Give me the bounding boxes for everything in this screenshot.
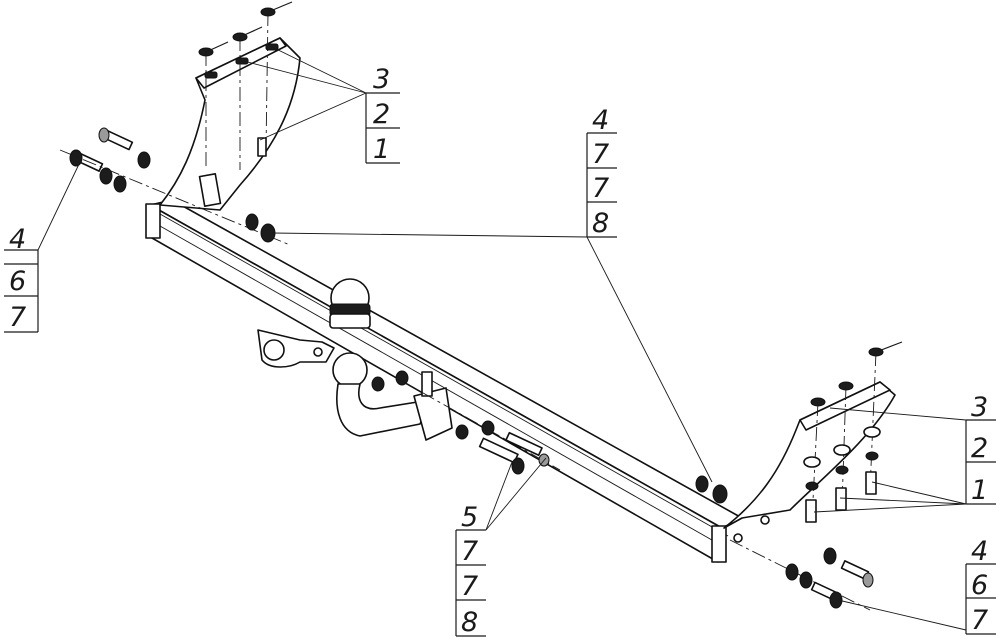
callout-label: 7 <box>9 302 26 333</box>
callout-label: 7 <box>461 536 478 567</box>
callout-label: 2 <box>971 433 988 464</box>
callout-bottom-right: 4 6 7 <box>965 536 996 636</box>
cross-beam <box>145 199 743 563</box>
leader-lines <box>37 43 967 631</box>
right-mounting-bracket <box>723 341 903 543</box>
callout-label: 7 <box>592 173 609 204</box>
tow-ball-assembly <box>329 278 453 441</box>
callout-label: 6 <box>9 266 26 297</box>
callout-label: 2 <box>373 99 390 130</box>
callout-left: 4 6 7 <box>4 224 39 333</box>
right-side-fasteners <box>695 475 874 611</box>
callout-label: 4 <box>592 105 609 136</box>
callout-label: 3 <box>971 392 988 423</box>
callout-label: 6 <box>971 570 988 601</box>
callout-label: 8 <box>461 607 478 638</box>
callout-label: 7 <box>461 571 478 602</box>
left-mounting-bracket <box>159 1 301 211</box>
callout-bottom-center: 5 7 7 8 <box>455 502 486 638</box>
callout-label: 4 <box>971 536 988 567</box>
callout-label: 4 <box>9 224 26 255</box>
left-side-fasteners <box>59 127 291 246</box>
callout-top-right-bracket: 3 2 1 <box>365 64 400 165</box>
callout-center-top: 4 7 7 8 <box>586 105 617 239</box>
callout-label: 7 <box>971 605 988 636</box>
socket-plate <box>257 329 335 368</box>
callout-label: 7 <box>592 139 609 170</box>
callout-label: 3 <box>373 64 390 95</box>
callout-label: 5 <box>461 502 478 533</box>
callout-right-bracket: 3 2 1 <box>965 392 996 506</box>
callout-label: 1 <box>373 134 390 165</box>
callout-label: 8 <box>592 208 609 239</box>
callout-label: 1 <box>971 475 988 506</box>
